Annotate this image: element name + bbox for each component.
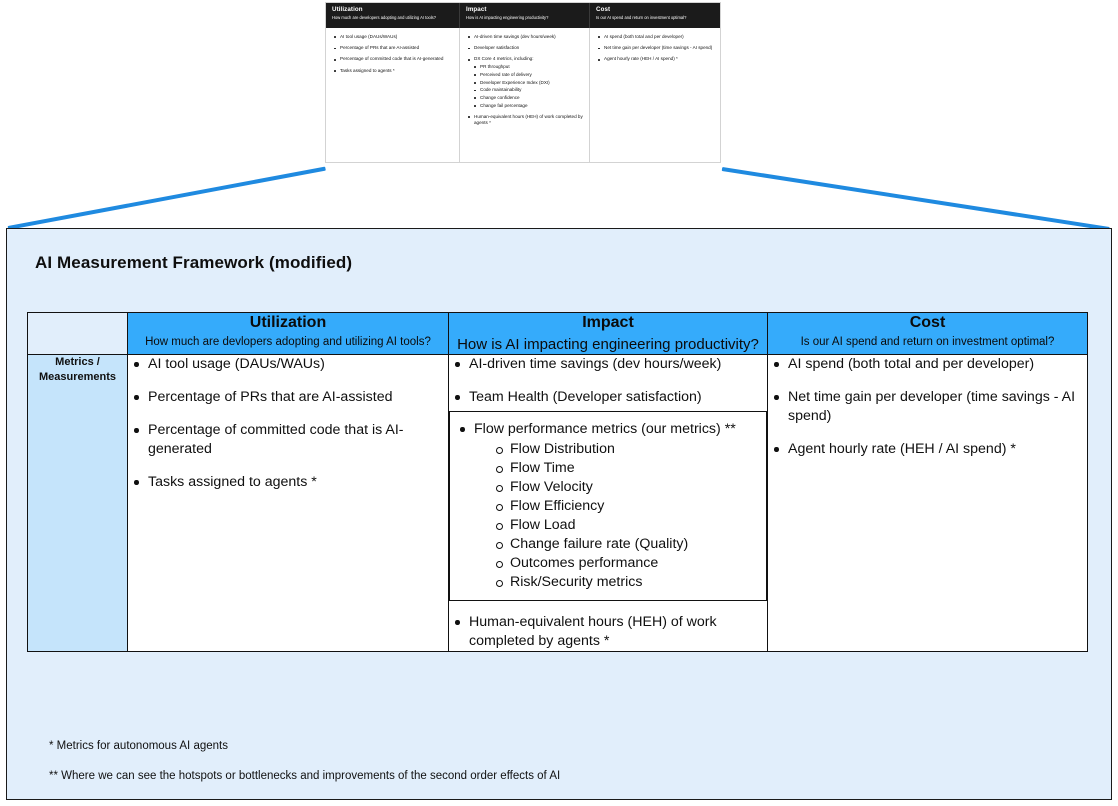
thumbnail-impact-sublist: PR throughput Perceived rate of delivery… [474,64,583,109]
cell-utilization-metrics: AI tool usage (DAUs/WAUs) Percentage of … [127,354,449,652]
list-item: Change fail percentage [474,103,583,109]
thumbnail-header-impact-title: Impact [466,6,487,13]
table-header-row: Utilization How much are devlopers adopt… [27,312,1088,355]
list-item: Change confidence [474,95,583,101]
thumbnail-header-cost: Cost Is our AI spend and return on inves… [589,3,720,28]
cell-cost-metrics: AI spend (both total and per developer) … [767,354,1088,652]
list-item: Flow Load [474,516,760,535]
table-body: Metrics / Measurements AI tool usage (DA… [27,354,1088,652]
list-item: AI tool usage (DAUs/WAUs) [128,355,448,374]
list-item: PR throughput [474,64,583,70]
thumbnail-header-impact-subtitle: How is AI impacting engineering producti… [466,15,549,20]
row-header-line-2: Measurements [38,371,117,383]
list-item: Agent hourly rate (HEH / AI spend) * [598,56,714,62]
list-item-label: DX Core 4 metrics, including: [474,56,534,62]
list-item: Net time gain per developer (time saving… [768,388,1087,426]
thumbnail-column-impact: AI-driven time savings (dev hours/week) … [459,28,589,162]
column-header-cost-subtitle: Is our AI spend and return on investment… [800,336,1055,348]
thumbnail-utilization-list: AI tool usage (DAUs/WAUs) Percentage of … [334,34,453,74]
thumbnail-header-utilization: Utilization How much are developers adop… [326,3,459,28]
framework-table: Utilization How much are devlopers adopt… [27,312,1088,652]
list-item: AI tool usage (DAUs/WAUs) [334,34,453,40]
zoom-connector-line-right [721,167,1110,231]
thumbnail-column-cost: AI spend (both total and per developer) … [589,28,720,162]
list-item: Percentage of committed code that is AI-… [128,421,448,459]
list-item: Percentage of committed code that is AI-… [334,56,453,62]
list-item: Tasks assigned to agents * [128,473,448,492]
list-item: Developer satisfaction [468,45,583,51]
thumbnail-header-utilization-title: Utilization [332,6,363,13]
thumbnail-header-cost-title: Cost [596,6,611,13]
column-header-utilization-subtitle: How much are devlopers adopting and util… [145,336,431,348]
column-header-utilization: Utilization How much are devlopers adopt… [127,312,449,355]
list-item: Developer Experience Index (DXI) [474,80,583,86]
thumbnail-header-row: Utilization How much are developers adop… [326,3,720,28]
thumbnail-impact-list: AI-driven time savings (dev hours/week) … [468,34,583,126]
table-row: Metrics / Measurements AI tool usage (DA… [27,354,1088,652]
list-item: Agent hourly rate (HEH / AI spend) * [768,440,1087,459]
list-item: Code maintainability [474,87,583,93]
framework-panel: AI Measurement Framework (modified) Util… [6,228,1112,800]
thumbnail-column-utilization: AI tool usage (DAUs/WAUs) Percentage of … [326,28,459,162]
list-item: Human-equivalent hours (HEH) of work com… [468,114,583,126]
list-item: Percentage of PRs that are AI-assisted [334,45,453,51]
list-item: Change failure rate (Quality) [474,535,760,554]
column-header-impact: Impact How is AI impacting engineering p… [448,312,768,355]
row-header-metrics-measurements: Metrics / Measurements [27,354,128,652]
utilization-metrics-list: AI tool usage (DAUs/WAUs) Percentage of … [128,355,448,492]
thumbnail-header-impact: Impact How is AI impacting engineering p… [459,3,589,28]
thumbnail-header-cost-subtitle: Is our AI spend and return on investment… [596,15,687,20]
flow-performance-metrics-box: Flow performance metrics (our metrics) *… [449,411,767,601]
column-header-impact-subtitle: How is AI impacting engineering producti… [457,336,759,353]
column-header-cost: Cost Is our AI spend and return on inves… [767,312,1088,355]
flow-performance-sublist: Flow Distribution Flow Time Flow Velocit… [474,440,760,592]
list-item: Flow Distribution [474,440,760,459]
list-item: DX Core 4 metrics, including: PR through… [468,56,583,108]
cell-impact-metrics: AI-driven time savings (dev hours/week) … [448,354,768,652]
list-item: Flow Efficiency [474,497,760,516]
zoom-connector-line-left [7,166,326,230]
column-header-impact-title: Impact [582,314,634,331]
footnote-single-asterisk: * Metrics for autonomous AI agents [49,740,228,752]
cost-metrics-list: AI spend (both total and per developer) … [768,355,1087,459]
thumbnail-cost-list: AI spend (both total and per developer) … [598,34,714,63]
list-item: Tasks assigned to agents * [334,68,453,74]
list-item: Flow Velocity [474,478,760,497]
table-corner-cell [27,312,128,355]
list-item: Flow performance metrics (our metrics) *… [454,420,760,592]
impact-metrics-list-bottom: Human-equivalent hours (HEH) of work com… [449,613,767,651]
thumbnail-body-row: AI tool usage (DAUs/WAUs) Percentage of … [326,28,720,162]
thumbnail-header-utilization-subtitle: How much are developers adopting and uti… [332,15,436,20]
column-header-utilization-title: Utilization [249,314,327,331]
list-item: Flow Time [474,459,760,478]
list-item: AI spend (both total and per developer) [768,355,1087,374]
footnote-double-asterisk: ** Where we can see the hotspots or bott… [49,770,561,782]
list-item: Net time gain per developer (time saving… [598,45,714,51]
page-title: AI Measurement Framework (modified) [35,253,353,272]
list-item: Percentage of PRs that are AI-assisted [128,388,448,407]
impact-metrics-list-top: AI-driven time savings (dev hours/week) … [449,355,767,407]
list-item: Human-equivalent hours (HEH) of work com… [449,613,767,651]
flow-performance-metrics-list: Flow performance metrics (our metrics) *… [454,420,760,592]
list-item: Perceived rate of delivery [474,72,583,78]
list-item: AI-driven time savings (dev hours/week) [449,355,767,374]
list-item: AI-driven time savings (dev hours/week) [468,34,583,40]
source-thumbnail-card: Utilization How much are developers adop… [325,2,721,163]
list-item: Outcomes performance [474,554,760,573]
row-header-line-1: Metrics / [55,356,100,368]
list-item: AI spend (both total and per developer) [598,34,714,40]
table-header: Utilization How much are devlopers adopt… [27,312,1088,355]
list-item: Risk/Security metrics [474,573,760,592]
column-header-cost-title: Cost [909,314,946,331]
list-item: Team Health (Developer satisfaction) [449,388,767,407]
flow-performance-metrics-heading: Flow performance metrics (our metrics) *… [474,421,736,437]
